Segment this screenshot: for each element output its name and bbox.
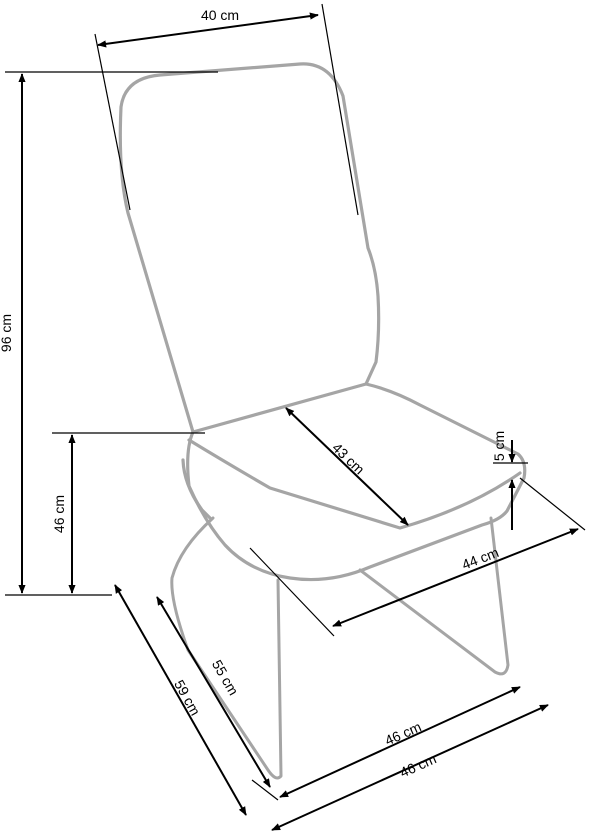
chair-seat-edge [187, 438, 522, 530]
dim-line-total-depth [114, 584, 247, 816]
chair-backrest-outline [118, 62, 381, 434]
chair-back-side [181, 458, 212, 520]
dim-line-seat-depth [285, 407, 409, 526]
chair-seat-outline [186, 382, 527, 582]
label-seat-thickness: 5 cm [491, 431, 507, 461]
label-seat-depth: 43 cm [329, 439, 368, 477]
label-total-width: 46 cm [397, 750, 438, 780]
dimension-lines [18, 12, 579, 831]
dim-line-seat-width [332, 528, 579, 627]
label-seat-height: 46 cm [51, 495, 67, 533]
label-total-depth: 59 cm [171, 677, 203, 718]
ext-seat-left [249, 547, 335, 637]
ext-back-left [94, 33, 131, 211]
dimension-labels: 40 cm 96 cm 46 cm 43 cm 5 cm 44 cm 55 cm… [0, 7, 507, 780]
label-base-width: 46 cm [382, 718, 423, 748]
dim-line-backrest-width [97, 12, 319, 48]
ext-back-right [321, 3, 359, 216]
dim-line-total-width [271, 704, 549, 831]
chair-illustration [118, 62, 527, 780]
label-backrest-width: 40 cm [201, 7, 239, 23]
chair-right-leg [358, 516, 510, 676]
ext-seat-right [519, 477, 586, 531]
label-total-height: 96 cm [0, 314, 14, 352]
ext-base-front [251, 779, 279, 801]
extension-lines [5, 3, 586, 801]
